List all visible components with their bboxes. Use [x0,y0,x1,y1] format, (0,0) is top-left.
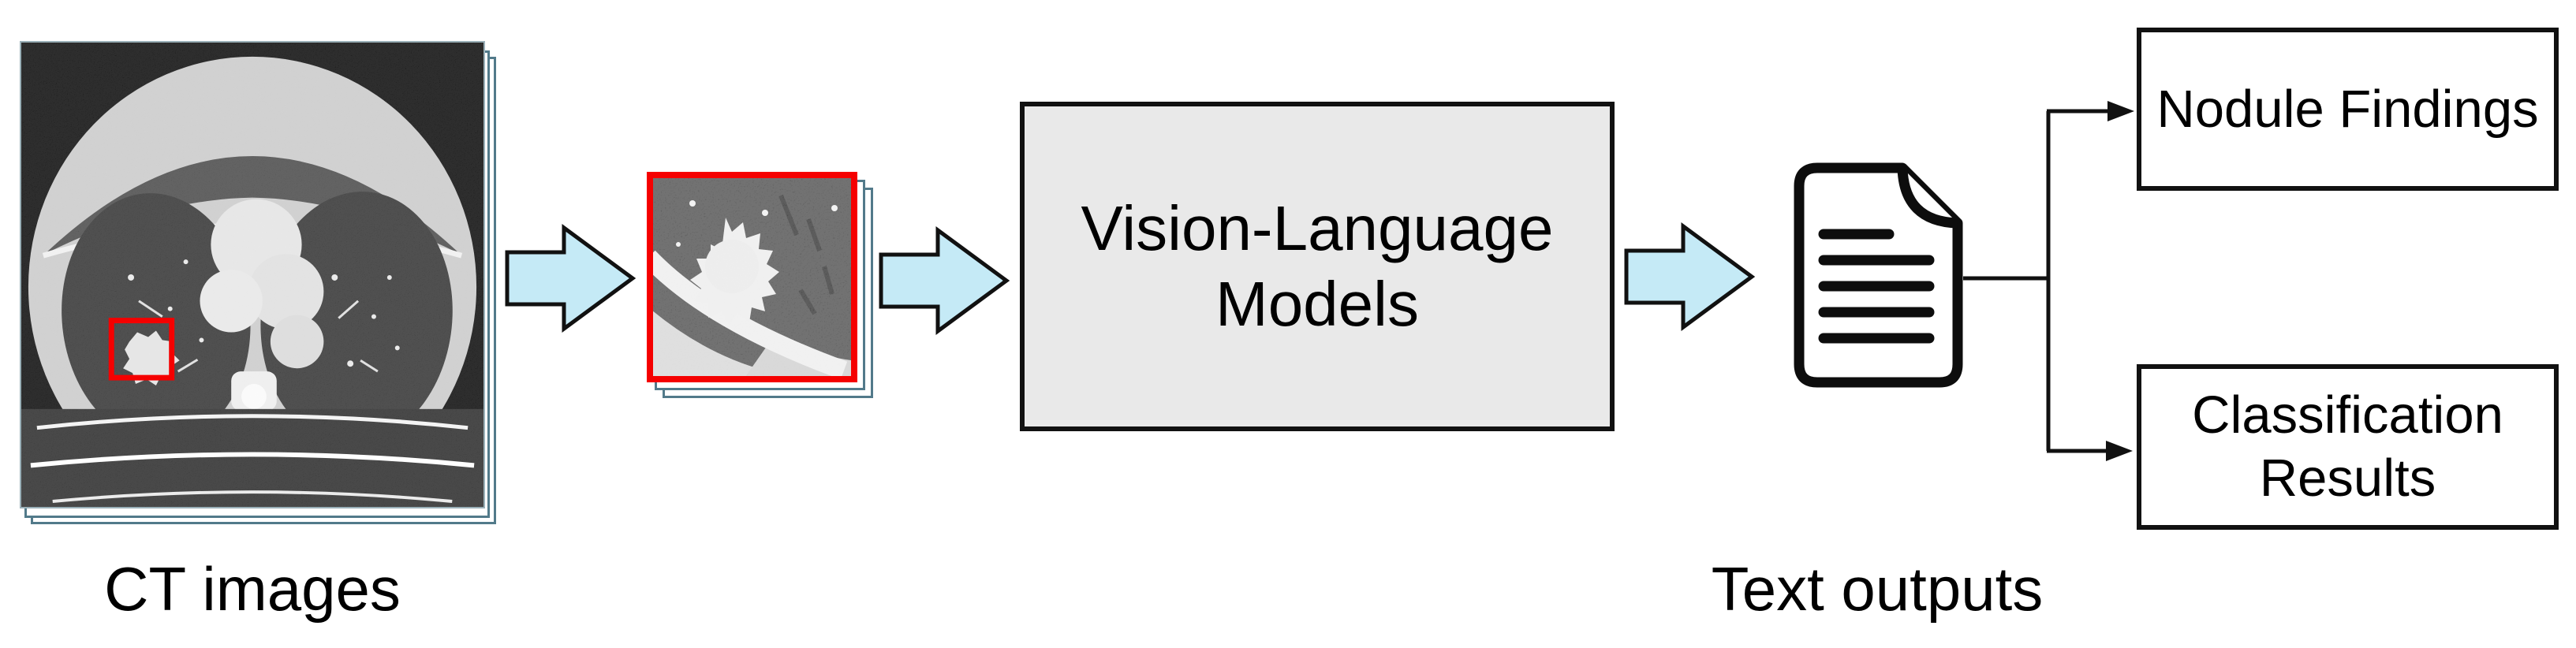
flow-arrow-icon-1 [505,224,637,333]
ct-scan-illustration [21,43,483,507]
vlm-label-line1: Vision-Language [1081,193,1554,263]
nodule-crop-image [647,172,857,382]
crop-red-border [647,172,857,382]
classification-label-line1: Classification [2192,385,2503,445]
document-text-lines [1818,229,1935,344]
vlm-label-line2: Models [1215,269,1419,339]
arrowhead-icon-top [2107,101,2134,121]
document-icon [1794,162,1963,388]
ct-scan-image [20,41,485,508]
nodule-findings-box: Nodule Findings [2137,28,2559,191]
vision-language-models-box: Vision-Language Models [1020,102,1615,431]
ct-images-caption: CT images [104,554,401,624]
classification-label-line2: Results [2259,449,2436,508]
classification-results-box: Classification Results [2137,364,2559,530]
nodule-annotation-box [108,318,175,381]
arrowhead-icon-bottom [2106,441,2133,461]
text-outputs-caption: Text outputs [1711,554,2044,624]
nodule-crop-illustration [647,172,857,382]
flow-arrow-icon-2 [879,226,1010,335]
nodule-findings-label: Nodule Findings [2156,79,2539,139]
flow-arrow-icon-3 [1624,222,1756,331]
